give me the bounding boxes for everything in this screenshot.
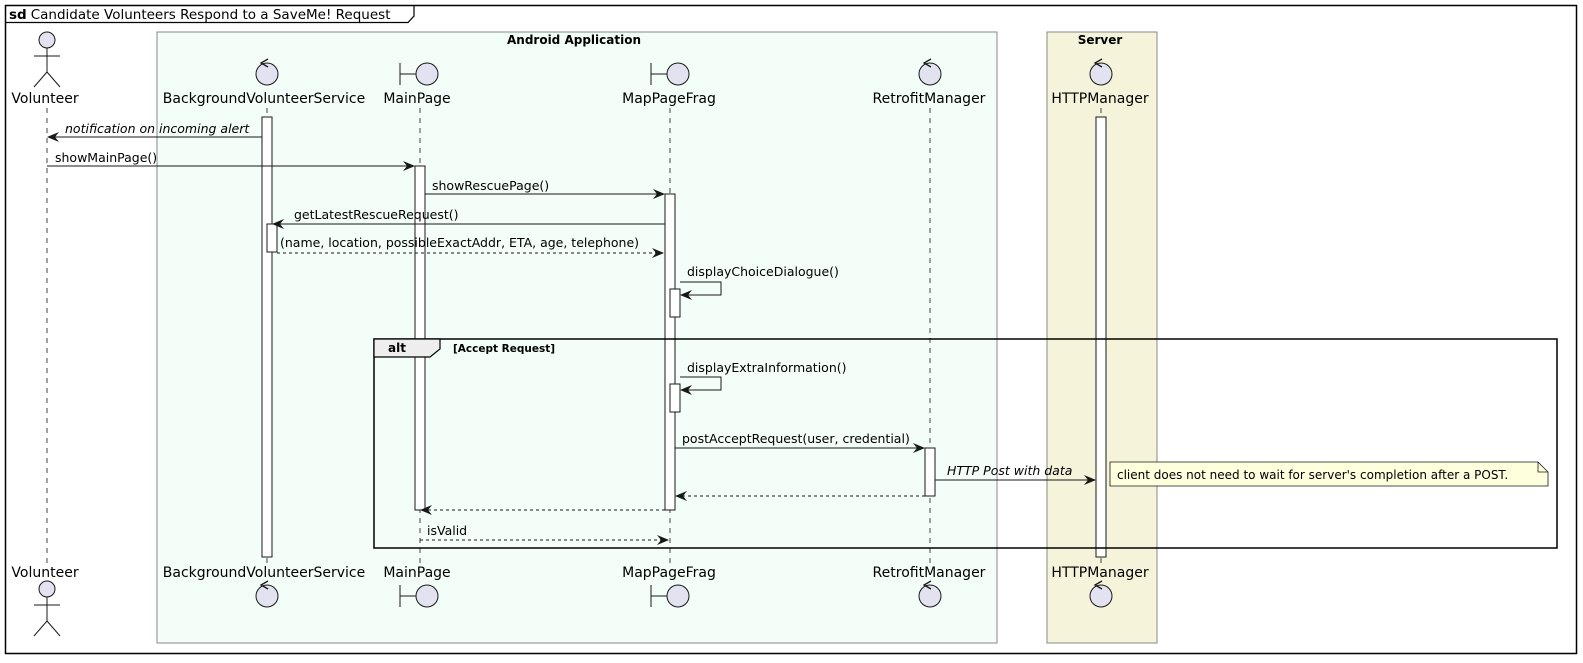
participant-label: Volunteer	[11, 565, 78, 581]
box-android-application: Android Application	[156, 31, 998, 644]
message-label: (name, location, possibleExactAddr, ETA,…	[280, 235, 639, 250]
participant-label: RetrofitManager	[873, 565, 986, 581]
participant-retrofit-manager-bottom: RetrofitManager	[873, 565, 986, 608]
participant-background-volunteer-service: BackgroundVolunteerService	[163, 58, 365, 107]
message-post-accept-request: postAcceptRequest(user, credential)	[675, 431, 925, 453]
sd-keyword: sd	[9, 7, 27, 23]
participant-http-manager: HTTPManager	[1051, 58, 1149, 107]
participant-background-volunteer-service-bottom: BackgroundVolunteerService	[163, 565, 365, 608]
activations	[261, 116, 1107, 558]
alt-fragment: alt [Accept Request]	[373, 338, 1558, 549]
activation-bar	[664, 193, 676, 511]
message-label: displayChoiceDialogue()	[687, 264, 839, 279]
message-label: showRescuePage()	[432, 178, 549, 193]
message-is-valid: isValid	[420, 523, 669, 545]
message-label: postAcceptRequest(user, credential)	[682, 431, 910, 446]
box-title-server: Server	[1078, 33, 1123, 47]
participant-label: BackgroundVolunteerService	[163, 565, 365, 581]
control-icon	[1089, 58, 1113, 86]
message-http-post: HTTP Post with data	[935, 463, 1096, 485]
message-label: isValid	[427, 523, 467, 538]
message-notification: notification on incoming alert	[47, 121, 262, 142]
activation-bar	[266, 223, 278, 253]
message-rescue-request-return: (name, location, possibleExactAddr, ETA,…	[277, 235, 664, 258]
alt-keyword: alt	[388, 341, 406, 355]
note-text: client does not need to wait for server'…	[1117, 468, 1508, 482]
message-show-rescue-page: showRescuePage()	[425, 178, 665, 199]
boundary-icon	[650, 584, 690, 608]
message-label: displayExtraInformation()	[687, 360, 847, 375]
participant-label: BackgroundVolunteerService	[163, 91, 365, 107]
message-label: HTTP Post with data	[947, 463, 1072, 478]
boundary-icon	[399, 584, 439, 608]
participant-label: MapPageFrag	[622, 91, 716, 107]
activation-bar	[669, 288, 681, 318]
participant-label: MapPageFrag	[622, 565, 716, 581]
participant-main-page: MainPage	[383, 62, 451, 107]
control-icon	[1089, 580, 1113, 608]
boundary-icon	[399, 62, 439, 86]
activation-bar	[924, 447, 936, 497]
control-icon	[918, 580, 942, 608]
participant-label: Volunteer	[11, 91, 78, 107]
participant-label: RetrofitManager	[873, 91, 986, 107]
diagram-title: Candidate Volunteers Respond to a SaveMe…	[31, 7, 391, 23]
boundary-icon	[650, 62, 690, 86]
control-icon	[255, 580, 279, 608]
actor-icon	[33, 580, 61, 637]
control-icon	[255, 58, 279, 86]
message-display-extra-information: displayExtraInformation()	[680, 360, 847, 395]
participant-main-page-bottom: MainPage	[383, 565, 451, 608]
participant-label: HTTPManager	[1051, 91, 1148, 107]
control-icon	[918, 58, 942, 86]
message-label: getLatestRescueRequest()	[294, 207, 459, 222]
note: client does not need to wait for server'…	[1109, 461, 1549, 487]
message-label: showMainPage()	[55, 150, 157, 165]
message-display-choice-dialogue: displayChoiceDialogue()	[680, 264, 839, 300]
actor-icon	[33, 31, 61, 88]
box-title-android: Android Application	[507, 33, 641, 47]
message-show-main-page: showMainPage()	[47, 150, 415, 171]
activation-bar	[261, 116, 273, 558]
participant-map-page-frag: MapPageFrag	[622, 62, 716, 107]
participant-volunteer-bottom: Volunteer	[11, 565, 79, 637]
alt-guard: [Accept Request]	[453, 343, 555, 355]
activation-bar	[669, 383, 681, 413]
participant-retrofit-manager: RetrofitManager	[873, 58, 986, 107]
message-get-latest-rescue-request: getLatestRescueRequest()	[272, 207, 665, 229]
participant-http-manager-bottom: HTTPManager	[1051, 565, 1149, 608]
participant-label: MainPage	[383, 565, 450, 581]
message-label: notification on incoming alert	[65, 121, 250, 136]
participant-volunteer: Volunteer	[11, 31, 79, 107]
participant-label: MainPage	[383, 91, 450, 107]
participant-label: HTTPManager	[1051, 565, 1148, 581]
activation-bar	[1095, 116, 1107, 558]
participant-map-page-frag-bottom: MapPageFrag	[622, 565, 716, 608]
messages: notification on incoming alert showMainP…	[47, 121, 1096, 545]
